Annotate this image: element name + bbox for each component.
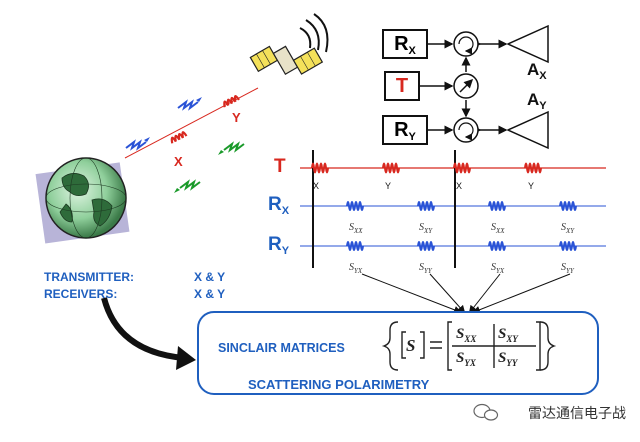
- sxx-entry: SXX: [456, 326, 477, 344]
- wechat-icon: [473, 403, 499, 421]
- rx-receive-pulse: [346, 201, 364, 211]
- ry-receive-pulse: [488, 241, 506, 251]
- syy-entry: SYY: [498, 350, 518, 368]
- rx-sample-label: SXX: [349, 222, 363, 235]
- sinclair-matrices-title: SINCLAIR MATRICES: [218, 341, 345, 355]
- transmit-pulse: [524, 162, 542, 174]
- antenna-x-icon: [506, 24, 549, 64]
- uplink-wave-blue-2: [177, 97, 202, 111]
- ry-receive-pulse: [559, 241, 577, 251]
- ry-receiver-box: RY: [382, 115, 428, 145]
- rx-sample-label: SXY: [561, 222, 575, 235]
- curved-arrow-icon: [101, 297, 185, 361]
- sxy-entry: SXY: [498, 326, 518, 344]
- uplink-wave-blue-1: [125, 137, 150, 151]
- ry-sample-label: SYX: [349, 262, 363, 275]
- scattering-polarimetry-title: SCATTERING POLARIMETRY: [248, 377, 430, 392]
- rx-sample-label: SXY: [419, 222, 433, 235]
- curved-arrow-head: [176, 346, 196, 370]
- transmitter-label: TRANSMITTER:: [44, 270, 134, 284]
- transmit-pulse: [311, 162, 329, 174]
- rx-receive-pulse: [488, 201, 506, 211]
- switch-icon: [453, 73, 479, 99]
- ry-receive-pulse: [346, 241, 364, 251]
- t-transmitter-box: T: [384, 71, 420, 101]
- pulse-label: Y: [528, 181, 535, 191]
- ry-box-sub: Y: [408, 131, 416, 143]
- ry-sample-label: SYY: [419, 262, 432, 275]
- transmit-pulse: [453, 162, 471, 174]
- uplink-pulse-x: [170, 131, 188, 144]
- downlink-wave-green-2: [218, 141, 245, 155]
- antenna-y-icon: [506, 110, 549, 150]
- earth-globe-icon: [35, 157, 130, 244]
- rx-sample-label: SXX: [491, 222, 505, 235]
- ry-row-label: RY: [268, 234, 290, 257]
- transmit-pulses: [311, 162, 542, 174]
- s-symbol: S: [406, 336, 416, 355]
- ry-sample-label: SYX: [491, 262, 505, 275]
- receivers-row: RECEIVERS: X & Y: [44, 287, 225, 301]
- receivers-label: RECEIVERS:: [44, 287, 118, 301]
- rx-row-label: RX: [268, 194, 290, 217]
- uplink-pulse-y: [223, 95, 240, 108]
- circulator-y-icon: [453, 117, 479, 143]
- rx-box-label: R: [394, 33, 409, 55]
- t-row-label: T: [274, 156, 286, 177]
- satellite-icon: [249, 13, 329, 75]
- rx-box-sub: X: [408, 45, 416, 57]
- pulse-label: X: [313, 181, 320, 191]
- pulse-label: X: [456, 181, 463, 191]
- sinclair-box: [197, 311, 599, 395]
- antenna-x-label: AX: [527, 60, 547, 82]
- transmit-pulse: [382, 162, 400, 174]
- uplink-x-label: X: [174, 154, 183, 169]
- sinclair-matrix: [381, 321, 557, 371]
- rx-receiver-box: RX: [382, 29, 428, 59]
- pulse-label: Y: [385, 181, 392, 191]
- receivers-value: X & Y: [194, 287, 226, 301]
- ry-sample-label: SYY: [561, 262, 574, 275]
- antenna-y-label: AY: [527, 90, 547, 112]
- sample-to-matrix-arrows: [361, 273, 571, 314]
- watermark-text: 雷达通信电子战: [528, 406, 626, 422]
- circulator-x-icon: [453, 31, 479, 57]
- uplink-y-label: Y: [232, 110, 241, 125]
- downlink-wave-green-1: [174, 179, 201, 193]
- rx-receive-pulse: [559, 201, 577, 211]
- t-box-label: T: [395, 75, 409, 97]
- transmitter-row: TRANSMITTER: X & Y: [44, 270, 225, 284]
- syx-entry: SYX: [456, 350, 476, 368]
- rx-receive-pulse: [417, 201, 435, 211]
- ry-receive-pulse: [417, 241, 435, 251]
- transmitter-value: X & Y: [194, 270, 226, 284]
- radar-chain-wiring: [418, 39, 508, 135]
- receive-pulses: [346, 201, 577, 251]
- ry-box-label: R: [394, 119, 409, 141]
